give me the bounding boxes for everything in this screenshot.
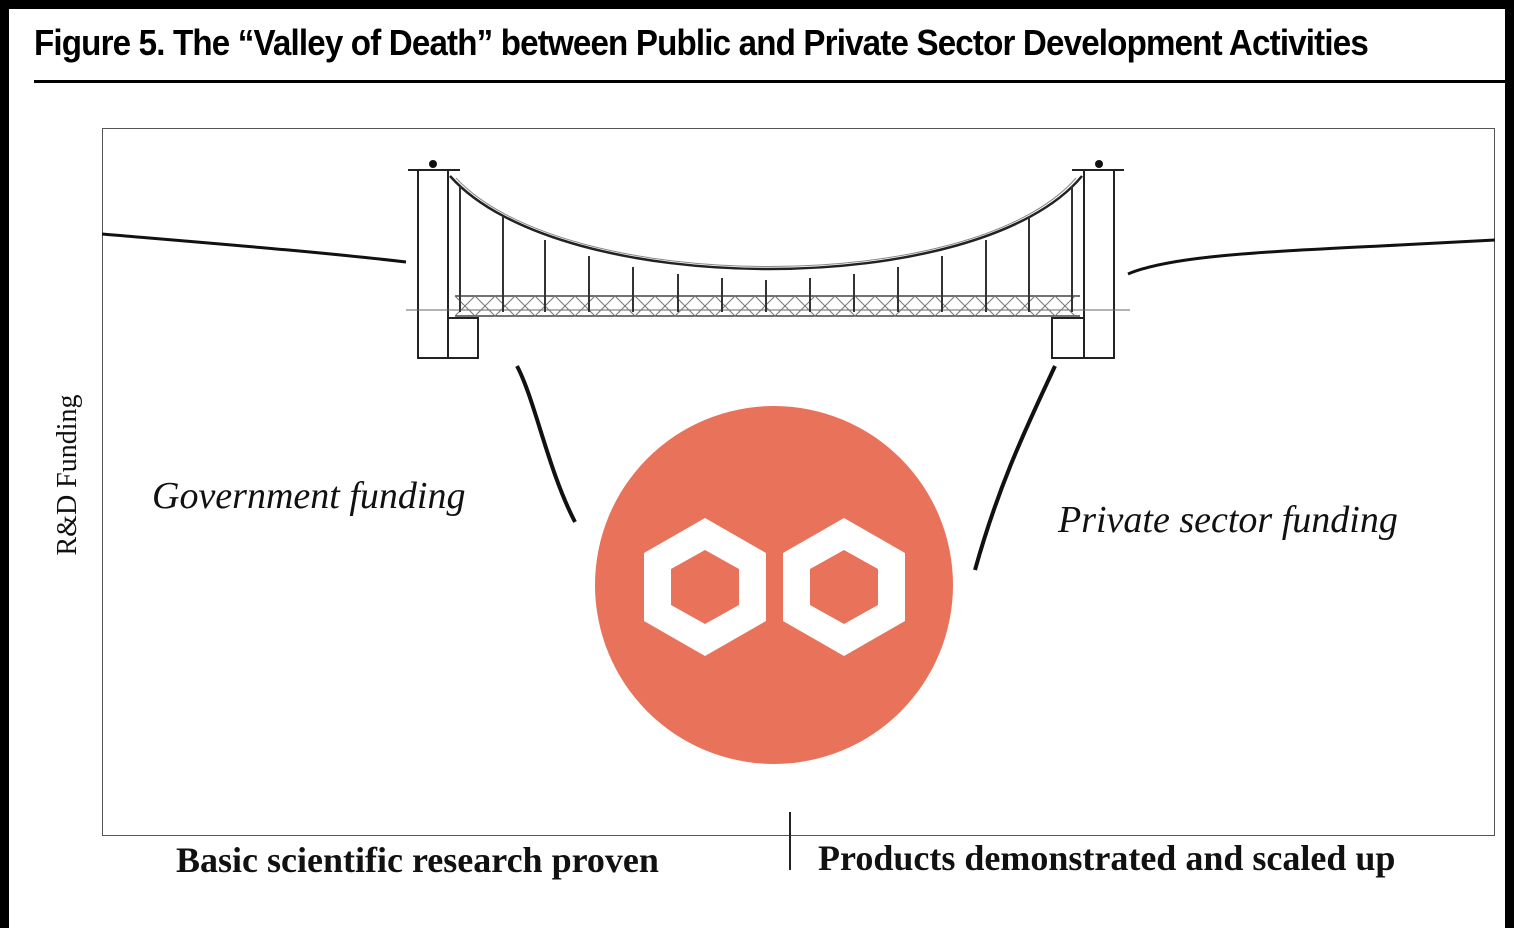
twin-hexagon-logo-icon [595, 406, 953, 764]
products-label: Products demonstrated and scaled up [818, 838, 1396, 878]
right-ground-line [1127, 238, 1496, 276]
y-axis-label: R&D Funding [52, 394, 83, 556]
left-valley-wall [515, 365, 577, 523]
bridge-deck [406, 295, 1130, 317]
left-hexagon-icon [644, 518, 766, 656]
title-rule [34, 80, 1506, 83]
bridge-hangers [459, 186, 1073, 312]
plot-area [102, 128, 1495, 836]
suspension-cable [449, 175, 1083, 271]
logo-circle [595, 406, 953, 764]
right-bridge-tower [1051, 160, 1124, 359]
government-funding-label: Government funding [152, 475, 466, 517]
figure-title: Figure 5. The “Valley of Death” between … [34, 22, 1369, 63]
left-ground-line [101, 232, 407, 264]
right-valley-wall [973, 365, 1057, 571]
private-funding-label: Private sector funding [1058, 499, 1398, 541]
right-hexagon-icon [783, 518, 905, 656]
left-bridge-tower [408, 160, 479, 359]
basic-research-label: Basic scientific research proven [176, 840, 659, 880]
suspension-cable-outer [455, 177, 1077, 267]
